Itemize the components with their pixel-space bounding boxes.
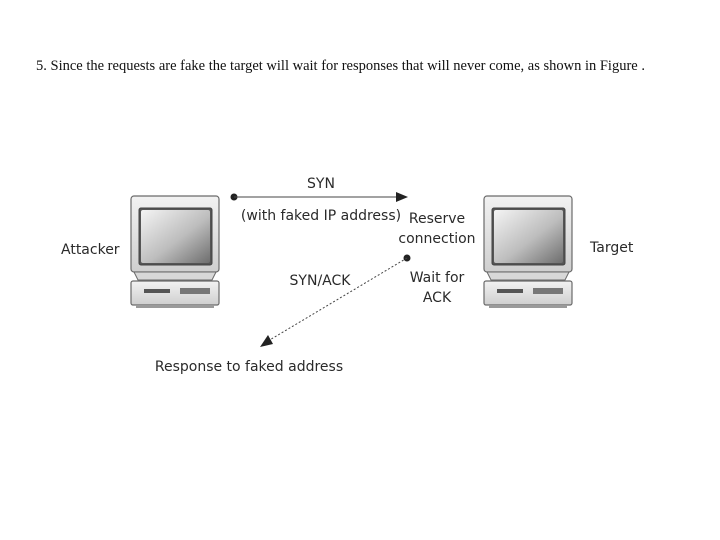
response-label: Response to faked address (155, 359, 343, 375)
attacker-computer-icon (130, 195, 220, 308)
faked-ip-label: (with faked IP address) (241, 208, 401, 224)
syn-label: SYN (307, 176, 335, 192)
wait-for-label: Wait for (410, 270, 465, 286)
target-computer-icon (483, 195, 573, 308)
ack-label: ACK (423, 290, 452, 306)
synack-label: SYN/ACK (290, 273, 352, 289)
reserve-label: Reserve (409, 211, 465, 227)
synack-arrow (260, 254, 411, 347)
syn-arrow (230, 192, 408, 202)
attacker-label: Attacker (61, 242, 120, 258)
caption-text: 5. Since the requests are fake the targe… (36, 58, 645, 74)
connection-label: connection (398, 231, 475, 247)
target-label: Target (589, 240, 634, 256)
